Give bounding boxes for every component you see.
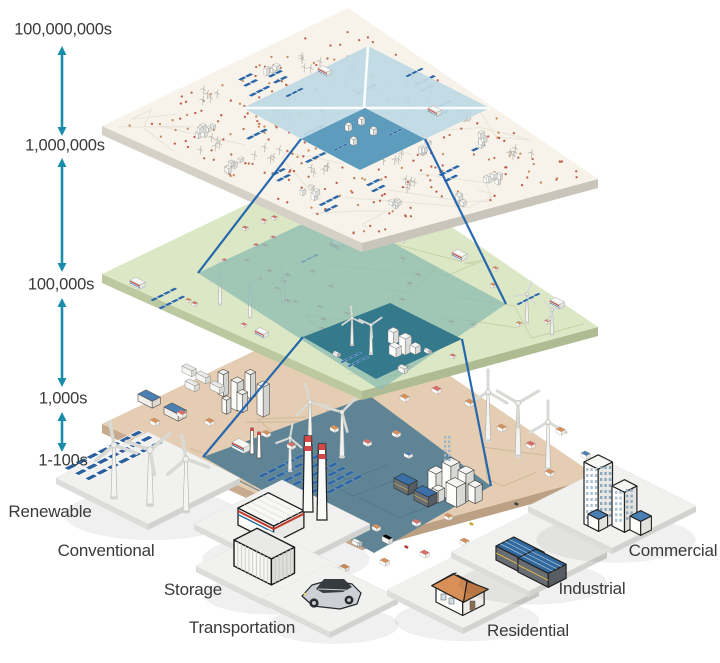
category-icons (55, 419, 697, 644)
national-grid-map-layer (102, 8, 598, 252)
factory-icon (450, 512, 608, 605)
zoom-projection-lines (197, 138, 507, 487)
car-icon (261, 563, 399, 644)
category-label-residential: Residential (487, 621, 569, 640)
category-label-storage: Storage (163, 580, 223, 599)
category-label-transportation: Transportation (188, 618, 296, 637)
category-label-renewable: Renewable (8, 502, 92, 521)
office-buildings-icon (527, 454, 697, 563)
scale-label-1000s: 1,000s (38, 389, 88, 408)
scale-axis-arrows (57, 46, 67, 452)
scale-label-1-100s: 1-100s (38, 451, 88, 470)
scale-label-100000000s: 100,000,000s (14, 20, 112, 39)
category-label-industrial: Industrial (558, 579, 626, 598)
scale-label-1000000s: 1,000,000s (25, 136, 105, 155)
category-label-conventional: Conventional (57, 541, 155, 560)
scale-label-100000s: 100,000s (27, 275, 95, 294)
category-label-commercial: Commercial (628, 541, 718, 560)
house-icon (386, 551, 540, 642)
regional-grid-map-layer (102, 156, 598, 400)
